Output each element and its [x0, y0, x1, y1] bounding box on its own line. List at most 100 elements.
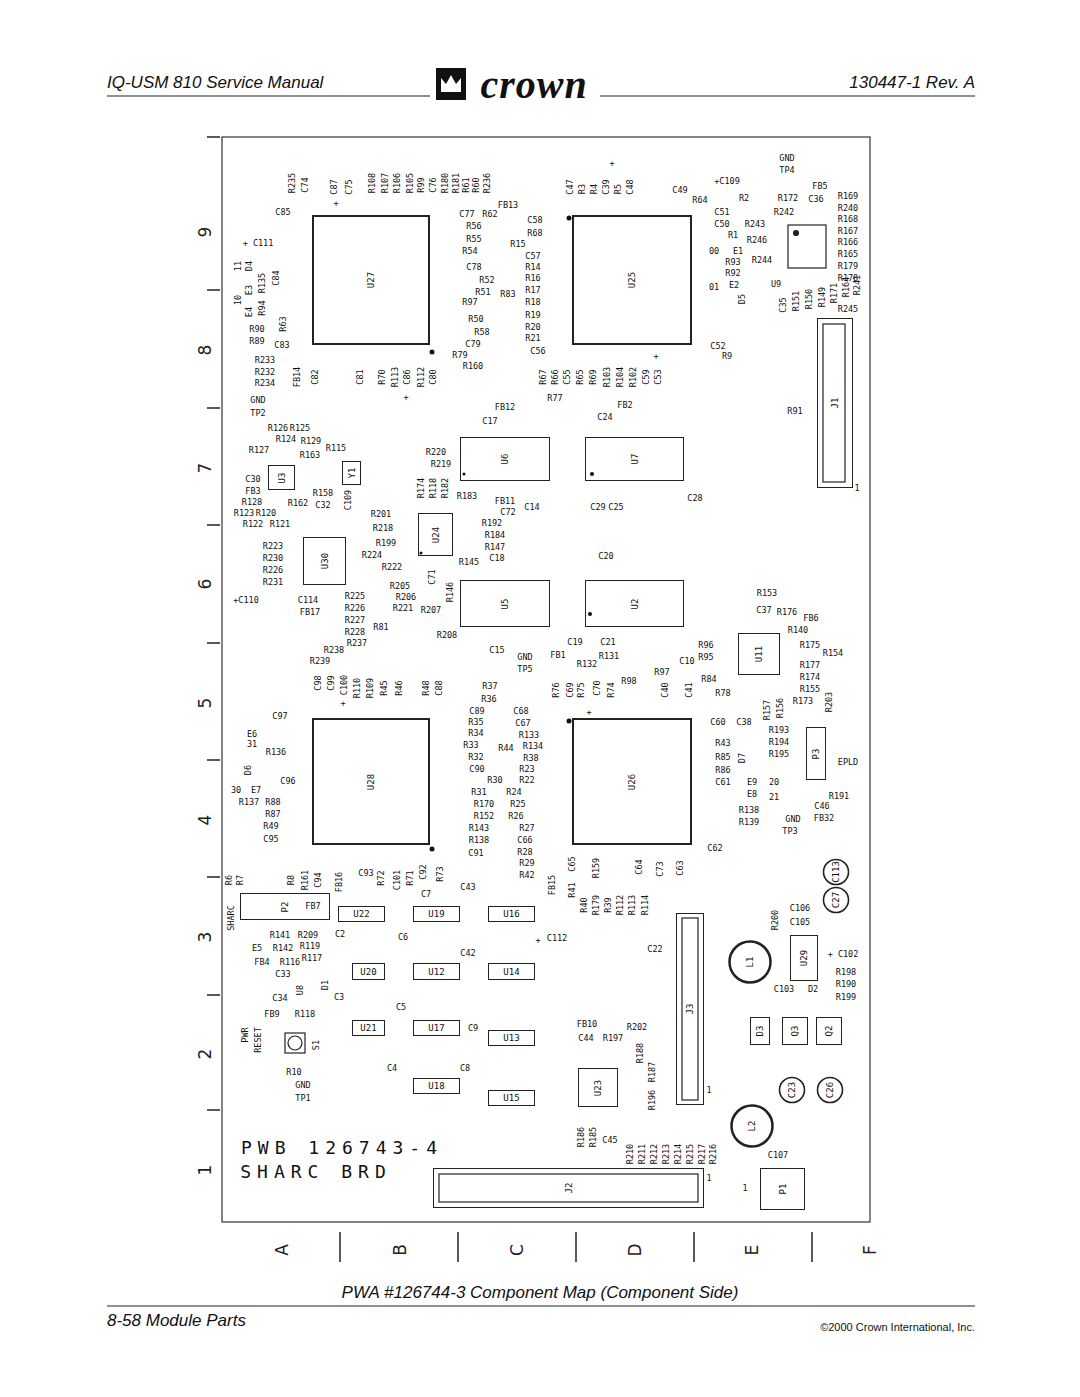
- component-outline: U16: [488, 906, 535, 922]
- header-rule: [107, 96, 430, 97]
- part-ref: R188: [636, 1043, 645, 1063]
- part-ref: E3: [245, 285, 254, 295]
- part-ref: U13: [503, 1034, 519, 1043]
- part-ref: TP1: [295, 1094, 310, 1103]
- component-outline: U7: [585, 437, 684, 481]
- part-ref: C79: [465, 340, 480, 349]
- part-ref: R17: [525, 286, 540, 295]
- part-ref: L2: [748, 1121, 757, 1132]
- part-ref: +: [586, 708, 591, 717]
- part-ref: R117: [302, 954, 322, 963]
- part-ref: P2: [281, 901, 290, 912]
- part-ref: C20: [598, 552, 613, 561]
- part-ref: R199: [376, 539, 396, 548]
- component-outline: U21: [352, 1020, 385, 1036]
- part-ref: U28: [367, 773, 376, 789]
- component-outline: J1: [817, 318, 853, 488]
- part-ref: R112: [616, 895, 625, 915]
- tick: [811, 1232, 813, 1262]
- part-ref: C5: [396, 1003, 406, 1012]
- part-ref: R54: [462, 247, 477, 256]
- part-ref: Q2: [825, 1026, 834, 1037]
- part-ref: R160: [463, 362, 483, 371]
- pin1-dot: [430, 847, 435, 852]
- part-ref: U18: [428, 1082, 444, 1091]
- part-ref: R133: [519, 731, 539, 740]
- part-ref: R33: [463, 741, 478, 750]
- part-ref: C30: [245, 475, 260, 484]
- part-ref: R112: [417, 367, 426, 387]
- part-ref: R179: [592, 895, 601, 915]
- part-ref: EPLD: [838, 758, 858, 767]
- part-ref: C90: [469, 765, 484, 774]
- part-ref: R244: [752, 256, 772, 265]
- part-ref: R210: [626, 1144, 635, 1164]
- part-ref: FB14: [293, 367, 302, 387]
- part-ref: C64: [635, 859, 644, 874]
- part-ref: R237: [347, 639, 367, 648]
- component-outline: J2: [433, 1168, 704, 1208]
- part-ref: R104: [616, 367, 625, 387]
- grid-index: 3: [195, 932, 215, 943]
- part-ref: R236: [483, 173, 492, 193]
- part-ref: R233: [255, 356, 275, 365]
- part-ref: R199: [836, 993, 856, 1002]
- component-outline: U15: [488, 1090, 535, 1106]
- part-ref: C106: [790, 904, 810, 913]
- part-ref: R91: [787, 407, 802, 416]
- part-ref: C94: [314, 872, 323, 887]
- connector-inner: [682, 918, 698, 1100]
- part-ref: R232: [255, 368, 275, 377]
- part-ref: Q3: [791, 1026, 800, 1037]
- part-ref: C35: [779, 297, 788, 312]
- part-ref: U6: [501, 454, 510, 465]
- part-ref: R124: [276, 435, 296, 444]
- component-outline: U2: [585, 580, 684, 627]
- part-ref: E9: [747, 778, 757, 787]
- part-ref: C68: [513, 707, 528, 716]
- part-ref: R5: [614, 184, 623, 194]
- part-ref: R86: [715, 766, 730, 775]
- part-ref: L1: [746, 957, 755, 968]
- component-outline: Q2: [816, 1017, 842, 1045]
- part-ref: C100: [340, 675, 349, 695]
- part-ref: R146: [446, 582, 455, 602]
- part-ref: R192: [482, 519, 502, 528]
- part-ref: R195: [769, 750, 789, 759]
- part-ref: U16: [503, 910, 519, 919]
- part-ref: R170: [474, 800, 494, 809]
- copyright-note: ©2000 Crown International, Inc.: [820, 1321, 975, 1333]
- part-ref: R180: [441, 173, 450, 193]
- header-rule: [600, 96, 975, 97]
- part-ref: C7: [421, 890, 431, 899]
- part-ref: C25: [608, 503, 623, 512]
- part-ref: R109: [366, 678, 375, 698]
- pin1-marks: [420, 216, 595, 852]
- component-outline: U17: [413, 1020, 460, 1036]
- component-outline: U24: [418, 513, 453, 556]
- part-ref: R99: [417, 177, 426, 192]
- connector-inner: [439, 1174, 698, 1202]
- part-ref: R110: [353, 678, 362, 698]
- part-ref: R43: [715, 739, 730, 748]
- component-outline: U25: [572, 215, 692, 345]
- part-ref: 01: [709, 283, 719, 292]
- tick: [207, 407, 220, 409]
- part-ref: R217: [698, 1144, 707, 1164]
- part-ref: C47: [566, 179, 575, 194]
- part-ref: R46: [395, 680, 404, 695]
- part-ref: +C110: [233, 596, 259, 605]
- part-ref: 30: [231, 786, 241, 795]
- part-ref: 31: [247, 740, 257, 749]
- switch-button: [288, 1036, 302, 1050]
- part-ref: C57: [525, 252, 540, 261]
- part-ref: R238: [324, 646, 344, 655]
- part-ref: R72: [377, 870, 386, 885]
- part-ref: U2: [630, 598, 639, 609]
- part-ref: C2: [335, 930, 345, 939]
- part-ref: R81: [373, 623, 388, 632]
- part-ref: R190: [836, 980, 856, 989]
- part-ref: C72: [500, 508, 515, 517]
- grid-index: D: [625, 1243, 645, 1256]
- part-ref: R93: [725, 258, 740, 267]
